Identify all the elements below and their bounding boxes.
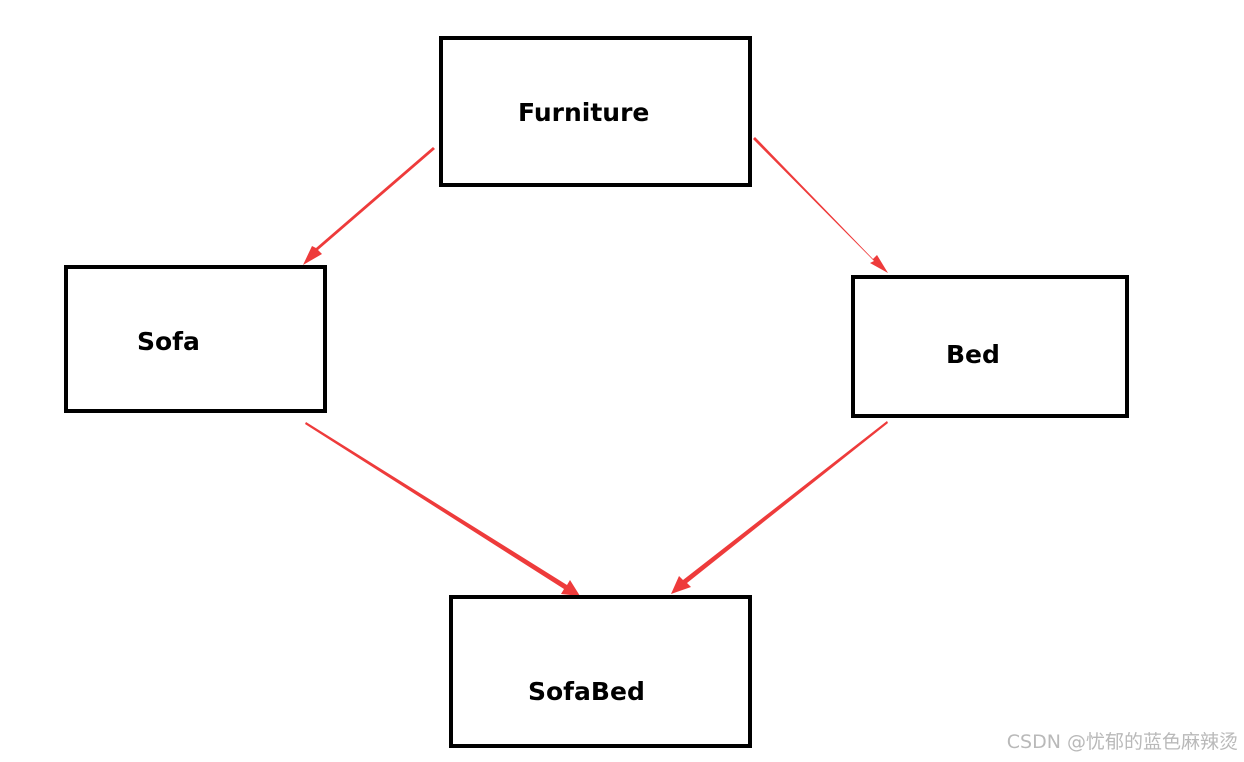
node-sofabed: SofaBed xyxy=(449,595,752,748)
node-bed-box xyxy=(851,275,1129,418)
arrow-furniture-to-sofa xyxy=(303,147,435,265)
node-sofa: Sofa xyxy=(64,265,327,413)
node-furniture-box xyxy=(439,36,752,187)
arrows xyxy=(303,137,888,596)
node-sofa-box xyxy=(64,265,327,413)
node-sofabed-box xyxy=(449,595,752,748)
arrow-sofa-to-sofabed xyxy=(305,422,580,596)
node-bed-label: Bed xyxy=(946,340,1000,369)
node-bed: Bed xyxy=(851,275,1129,418)
watermark-text: CSDN @忧郁的蓝色麻辣烫 xyxy=(1006,731,1238,753)
node-sofa-label: Sofa xyxy=(137,327,200,356)
node-furniture: Furniture xyxy=(439,36,752,187)
arrow-bed-to-sofabed xyxy=(671,421,888,594)
node-sofabed-label: SofaBed xyxy=(528,677,645,706)
arrow-furniture-to-bed xyxy=(753,137,888,273)
node-furniture-label: Furniture xyxy=(518,98,649,127)
